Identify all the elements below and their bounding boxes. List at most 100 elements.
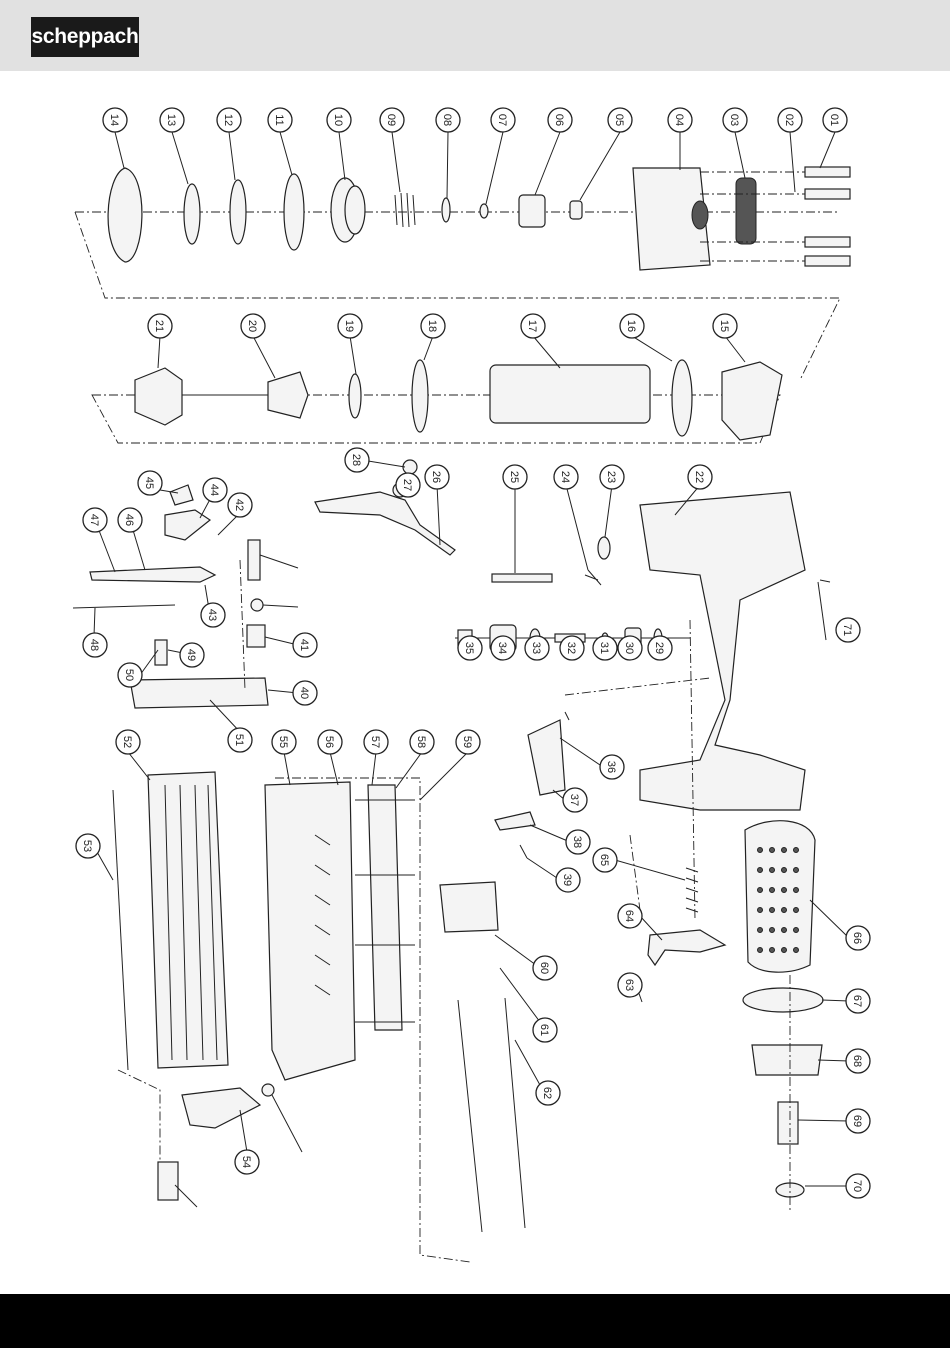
part-bracket	[165, 510, 210, 540]
callout-10: 10	[327, 108, 351, 132]
callout-51: 51	[228, 728, 252, 752]
callout-number: 08	[441, 114, 453, 126]
part-small-ring	[480, 204, 488, 218]
part-trigger-bracket	[528, 720, 565, 795]
part-trigger	[648, 930, 725, 965]
callout-47: 47	[83, 508, 107, 532]
callout-41: 41	[293, 633, 317, 657]
callout-40: 40	[293, 681, 317, 705]
callout-39: 39	[556, 868, 580, 892]
callout-number: 49	[185, 649, 197, 661]
part-head-valve	[345, 186, 365, 234]
callout-number: 53	[81, 840, 93, 852]
callout-35: 35	[458, 636, 482, 660]
callout-number: 59	[461, 736, 473, 748]
callout-number: 47	[88, 514, 100, 526]
callout-03: 03	[723, 108, 747, 132]
callout-number: 70	[851, 1180, 863, 1192]
callout-number: 50	[123, 669, 135, 681]
callout-number: 07	[496, 114, 508, 126]
callout-number: 62	[541, 1087, 553, 1099]
callout-number: 60	[538, 962, 550, 974]
part-pusher	[440, 882, 498, 932]
callout-number: 69	[851, 1115, 863, 1127]
callout-number: 44	[208, 484, 220, 496]
part-o-ring	[284, 174, 304, 250]
callout-18: 18	[421, 314, 445, 338]
footer-bar	[0, 1294, 950, 1348]
callout-number: 65	[598, 854, 610, 866]
callout-number: 64	[623, 910, 635, 922]
callout-11: 11	[268, 108, 292, 132]
callout-02: 02	[778, 108, 802, 132]
part-pin	[520, 845, 527, 858]
callout-number: 06	[553, 114, 565, 126]
part-seal	[570, 201, 582, 219]
callout-64: 64	[618, 904, 642, 928]
callout-number: 61	[538, 1024, 550, 1036]
callout-number: 11	[273, 114, 285, 125]
callout-27: 27	[396, 473, 420, 497]
callout-number: 22	[693, 471, 705, 483]
callout-71: 71	[836, 618, 860, 642]
callout-number: 32	[565, 642, 577, 654]
exploded-parts-diagram: 0102030405060708091011121314151617181920…	[0, 71, 950, 1294]
callout-53: 53	[76, 834, 100, 858]
callout-number: 19	[343, 320, 355, 332]
brand-logo: scheppach	[31, 17, 139, 57]
part-nut	[262, 1084, 274, 1096]
part-latch	[182, 1088, 260, 1128]
part-nut	[403, 460, 417, 474]
part-air-fitting	[778, 1102, 798, 1144]
callout-06: 06	[548, 108, 572, 132]
callout-number: 20	[246, 320, 258, 332]
callout-number: 23	[605, 471, 617, 483]
callout-number: 18	[426, 320, 438, 332]
callout-number: 38	[571, 836, 583, 848]
part-o-ring	[743, 988, 823, 1012]
callout-number: 37	[568, 794, 580, 806]
callout-number: 63	[623, 979, 635, 991]
callout-number: 24	[559, 471, 571, 483]
callout-number: 04	[673, 114, 685, 126]
callout-number: 33	[530, 642, 542, 654]
part-nose-plate	[130, 678, 268, 708]
callout-number: 41	[298, 639, 310, 651]
callout-56: 56	[318, 730, 342, 754]
part-nut	[247, 625, 265, 647]
callout-68: 68	[846, 1049, 870, 1073]
callout-04: 04	[668, 108, 692, 132]
callout-23: 23	[600, 465, 624, 489]
callout-55: 55	[272, 730, 296, 754]
callout-19: 19	[338, 314, 362, 338]
part-rod	[73, 605, 175, 608]
callout-number: 14	[108, 114, 120, 126]
callout-number: 12	[222, 114, 234, 126]
callout-number: 52	[121, 736, 133, 748]
callout-number: 35	[463, 642, 475, 654]
callout-38: 38	[566, 830, 590, 854]
callout-70: 70	[846, 1174, 870, 1198]
part-piston	[268, 372, 308, 418]
part-bolt	[158, 1162, 178, 1200]
callout-13: 13	[160, 108, 184, 132]
callout-15: 15	[713, 314, 737, 338]
callout-number: 55	[277, 736, 289, 748]
part-bolt	[805, 256, 850, 266]
callout-48: 48	[83, 633, 107, 657]
part-washer	[251, 599, 263, 611]
callout-17: 17	[521, 314, 545, 338]
callout-number: 39	[561, 874, 573, 886]
callout-number: 66	[851, 932, 863, 944]
part-spring	[458, 1000, 482, 1232]
part-gasket	[108, 168, 142, 262]
callout-number: 67	[851, 995, 863, 1007]
part-clip	[170, 485, 193, 505]
callout-number: 27	[401, 479, 413, 491]
callout-number: 45	[143, 477, 155, 489]
callout-number: 56	[323, 736, 335, 748]
part-coupling	[736, 178, 756, 244]
callout-42: 42	[228, 493, 252, 517]
callout-31: 31	[593, 636, 617, 660]
part-bumper	[135, 368, 182, 425]
